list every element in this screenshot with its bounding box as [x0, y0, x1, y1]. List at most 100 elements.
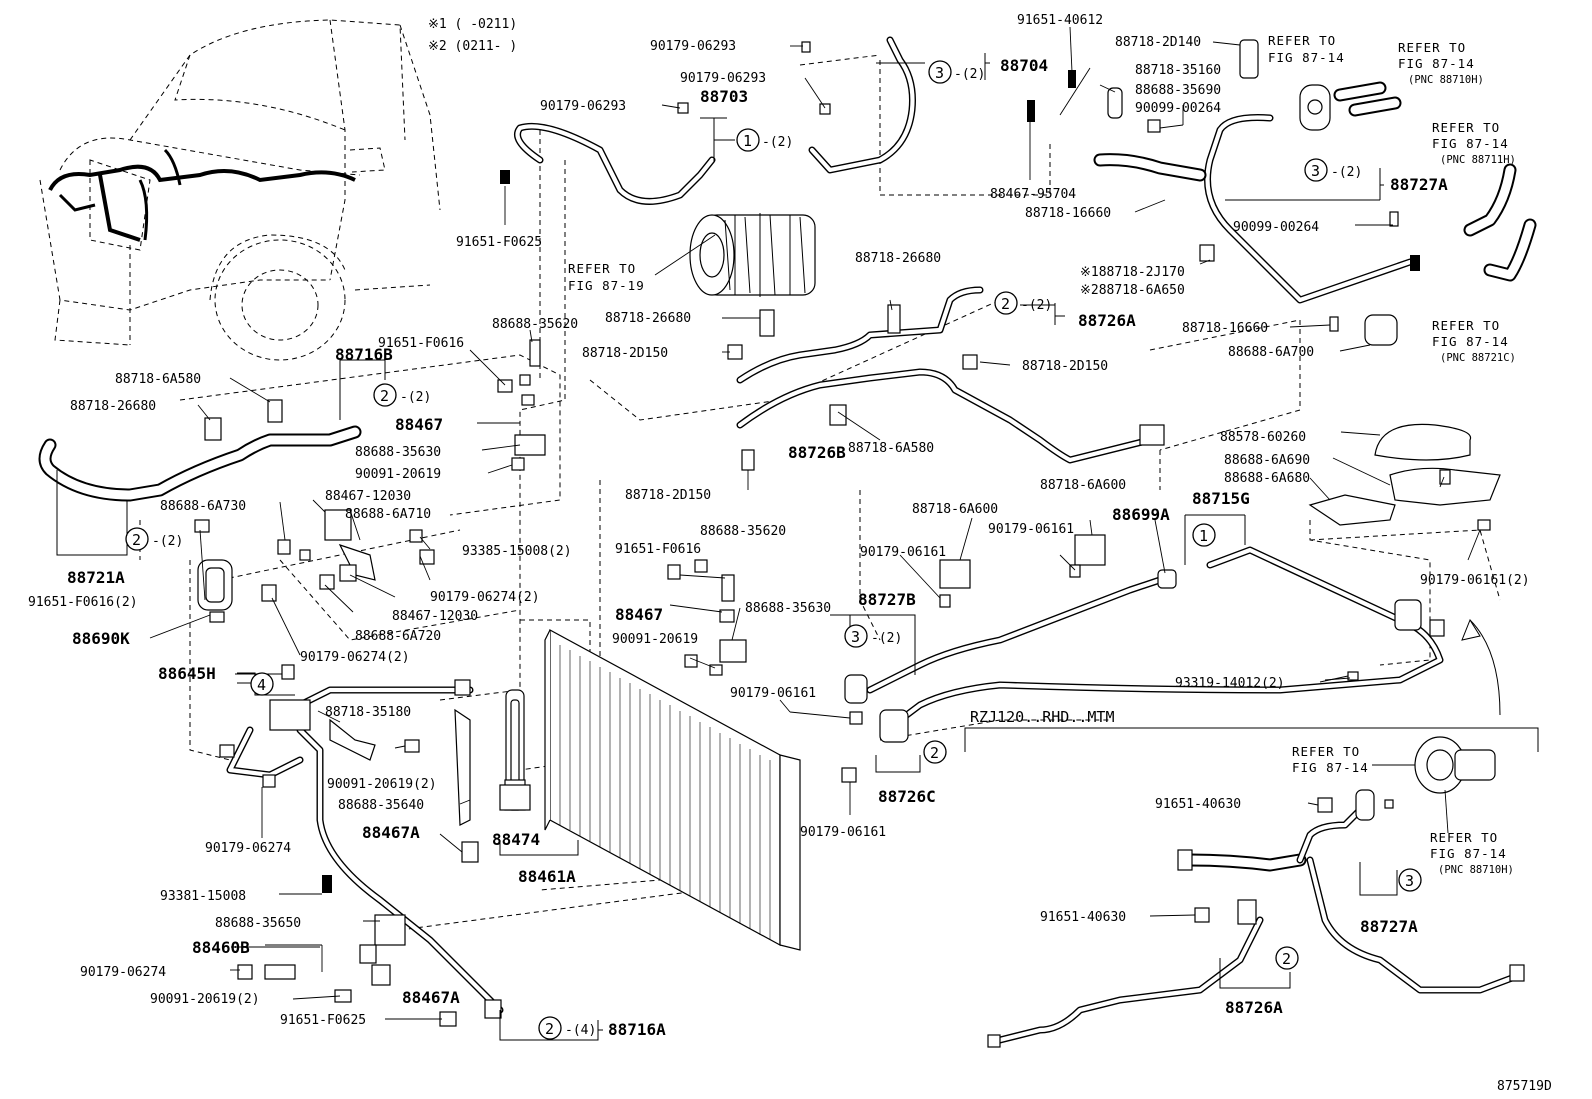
- label-91651-F0616-a: 91651-F0616: [378, 336, 464, 351]
- label-88690K: 88690K: [72, 629, 130, 648]
- condenser: [505, 628, 801, 951]
- label-88727B: 88727B: [858, 590, 916, 609]
- refer-87-14-c-line2: FIG 87-14: [1432, 136, 1509, 151]
- label-90091-20619-2b: 90091-20619(2): [150, 992, 260, 1007]
- label-88718-16660-b: 88718-16660: [1182, 321, 1268, 336]
- label-90179-06293-b: 90179-06293: [680, 71, 766, 86]
- refer-87-14-e-line2: FIG 87-14: [1292, 760, 1369, 775]
- label-88718-26680-c: 88718-26680: [70, 399, 156, 414]
- label-88688-35690: 88688-35690: [1135, 83, 1221, 98]
- label-91651-F0625-a: 91651-F0625: [456, 235, 542, 250]
- label-90091-20619-2a: 90091-20619(2): [327, 777, 437, 792]
- label-91651-F0616-b: 91651-F0616: [615, 542, 701, 557]
- refer-87-14-b-line2: FIG 87-14: [1398, 56, 1475, 71]
- refrigerant-lines: [38, 36, 1537, 1044]
- label-88688-6A700: 88688-6A700: [1228, 345, 1314, 360]
- label-88688-35630-a: 88688-35630: [355, 445, 441, 460]
- label-91651-F0625-b: 91651-F0625: [280, 1013, 366, 1028]
- label-90179-06161-d: 90179-06161: [800, 825, 886, 840]
- label-88688-6A730: 88688-6A730: [160, 499, 246, 514]
- label-88688-35640: 88688-35640: [338, 798, 424, 813]
- label-90179-06161-c: 90179-06161: [730, 686, 816, 701]
- label-88467-95704: 88467-95704: [990, 187, 1076, 202]
- refer-notes: REFER TO FIG 87-19 REFER TO FIG 87-14 RE…: [568, 33, 1516, 876]
- svg-text:-(2): -(2): [1021, 298, 1052, 313]
- label-90099-00264-a: 90099-00264: [1135, 101, 1221, 116]
- label-91651-40630-b: 91651-40630: [1040, 910, 1126, 925]
- label-88726B: 88726B: [788, 443, 846, 462]
- label-88726C: 88726C: [878, 787, 936, 806]
- fittings: [194, 39, 1525, 1048]
- label-90179-06293-c: 90179-06293: [540, 99, 626, 114]
- svg-text:-(2): -(2): [400, 390, 431, 405]
- label-88716A: 88716A: [608, 1020, 666, 1039]
- note-2: ※2 (0211- ): [428, 39, 517, 54]
- variant-title: RZJ120..RHD..MTM: [970, 708, 1115, 726]
- refer-87-14-b-line1: REFER TO: [1398, 40, 1466, 55]
- label-90179-06274-a: 90179-06274: [205, 841, 291, 856]
- label-88727A-a: 88727A: [1390, 175, 1448, 194]
- label-88718-26680-a: 88718-26680: [855, 251, 941, 266]
- label-88467-b: 88467: [615, 605, 663, 624]
- label-90179-06274-b: 90179-06274: [80, 965, 166, 980]
- label-88718-2D150-a: 88718-2D150: [582, 346, 668, 361]
- figure-id: 875719D: [1497, 1079, 1552, 1094]
- label-91651-40630-a: 91651-40630: [1155, 797, 1241, 812]
- label-88578-60260: 88578-60260: [1220, 430, 1306, 445]
- note-1: ※1 ( -0211): [428, 17, 517, 32]
- label-88703: 88703: [700, 87, 748, 106]
- label-88460B: 88460B: [192, 938, 250, 957]
- svg-text:-(2): -(2): [152, 534, 183, 549]
- label-88718-6A580-a: 88718-6A580: [115, 372, 201, 387]
- label-93385-15008: 93385-15008(2): [462, 544, 572, 559]
- refer-fig-87-19-line1: REFER TO: [568, 261, 636, 276]
- label-88467-a: 88467: [395, 415, 443, 434]
- label-88718-6A600-b: 88718-6A600: [912, 502, 998, 517]
- label-88688-6A690: 88688-6A690: [1224, 453, 1310, 468]
- refer-87-14-f-line2: FIG 87-14: [1430, 846, 1507, 861]
- label-88688-6A680: 88688-6A680: [1224, 471, 1310, 486]
- label-91651-40612: 91651-40612: [1017, 13, 1103, 28]
- label-90179-06293-a: 90179-06293: [650, 39, 736, 54]
- label-88726A-b: 88726A: [1225, 998, 1283, 1017]
- label-90179-06161-a: 90179-06161: [988, 522, 1074, 537]
- svg-text:2: 2: [132, 531, 141, 549]
- label-88467-12030-a: 88467-12030: [325, 489, 411, 504]
- refer-87-14-d-line2: FIG 87-14: [1432, 334, 1509, 349]
- label-88688-35620-b: 88688-35620: [700, 524, 786, 539]
- label-88721A: 88721A: [67, 568, 125, 587]
- svg-text:3: 3: [1405, 872, 1414, 890]
- refer-87-14-d-line1: REFER TO: [1432, 318, 1500, 333]
- label-88688-35650: 88688-35650: [215, 916, 301, 931]
- label-88716B: 88716B: [335, 345, 393, 364]
- label-88718-6A600-a: 88718-6A600: [1040, 478, 1126, 493]
- label-90099-00264-b: 90099-00264: [1233, 220, 1319, 235]
- svg-text:3: 3: [935, 64, 944, 82]
- callouts: 1 -(2) 3 -(2) 3 -(2) 2 -(2) 2 -(2) 2 -(2…: [125, 60, 1422, 1040]
- label-88718-35180: 88718-35180: [325, 705, 411, 720]
- label-88726A-a: 88726A: [1078, 311, 1136, 330]
- label-91651-F0616-2: 91651-F0616(2): [28, 595, 138, 610]
- label-88718-2J170: ※188718-2J170: [1080, 265, 1185, 280]
- svg-text:-(2): -(2): [871, 631, 902, 646]
- label-88718-6A650: ※288718-6A650: [1080, 283, 1185, 298]
- refer-fig-87-19-line2: FIG 87-19: [568, 278, 645, 293]
- refer-87-14-f-line1: REFER TO: [1430, 830, 1498, 845]
- refer-87-14-a-line1: REFER TO: [1268, 33, 1336, 48]
- label-88467-12030-b: 88467-12030: [392, 609, 478, 624]
- label-88461A: 88461A: [518, 867, 576, 886]
- label-93381-15008: 93381-15008: [160, 889, 246, 904]
- compressor: [689, 213, 816, 297]
- label-88688-35630-b: 88688-35630: [745, 601, 831, 616]
- refer-87-14-c-line3: (PNC 88711H): [1440, 154, 1516, 166]
- svg-text:3: 3: [1311, 162, 1320, 180]
- refer-87-14-b-line3: (PNC 88710H): [1408, 74, 1484, 86]
- svg-text:2: 2: [545, 1020, 554, 1038]
- label-88699A: 88699A: [1112, 505, 1170, 524]
- label-88727A-b: 88727A: [1360, 917, 1418, 936]
- svg-text:-(4): -(4): [565, 1023, 596, 1038]
- svg-text:-(2): -(2): [762, 135, 793, 150]
- label-88718-6A580-b: 88718-6A580: [848, 441, 934, 456]
- svg-text:1: 1: [743, 132, 752, 150]
